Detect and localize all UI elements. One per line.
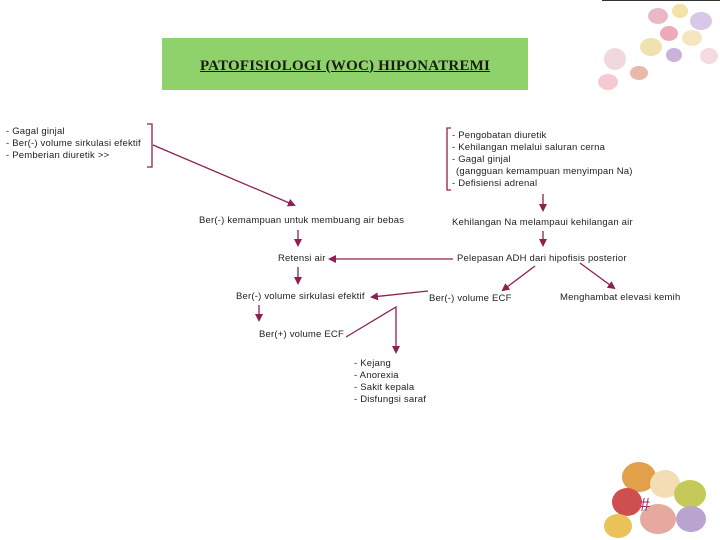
egg-decoration [640, 38, 662, 56]
egg-decoration [660, 26, 678, 41]
egg-decoration [690, 12, 712, 30]
list-item: - Gagal ginjal [452, 154, 511, 165]
egg-decoration [648, 8, 668, 24]
slide-number: # [640, 494, 650, 516]
connector-arrow [501, 265, 536, 292]
list-item: - Anorexia [354, 370, 399, 381]
node-ber-volume-ecf-minus: Ber(-) volume ECF [429, 293, 512, 304]
egg-decoration [672, 4, 688, 18]
left-bracket [147, 123, 153, 168]
node-retensi-air: Retensi air [278, 253, 326, 264]
title-box: PATOFISIOLOGI (WOC) HIPONATREMI [162, 38, 528, 90]
node-ber-kemampuan: Ber(-) kemampuan untuk membuang air beba… [199, 215, 405, 226]
node-ber-volume-sirkulasi: Ber(-) volume sirkulasi efektif [236, 291, 365, 302]
egg-decoration [604, 514, 632, 538]
egg-decoration [682, 30, 702, 46]
diagram-title: PATOFISIOLOGI (WOC) HIPONATREMI [199, 57, 491, 74]
connector-arrow [370, 290, 429, 301]
egg-decoration [700, 48, 718, 64]
corner-line [602, 0, 720, 1]
egg-decoration [604, 48, 626, 70]
egg-decoration [676, 506, 706, 532]
node-pelepasan-adh: Pelepasan ADH dari hipofisis posterior [457, 253, 627, 264]
connector-arrow [152, 144, 296, 207]
right-bracket [446, 127, 451, 191]
egg-decoration [598, 74, 618, 90]
list-item: - Gagal ginjal [6, 126, 65, 137]
list-item: - Pengobatan diuretik [452, 130, 547, 141]
node-ber-volume-ecf-plus: Ber(+) volume ECF [259, 329, 344, 340]
list-item: (gangguan kemampuan menyimpan Na) [456, 166, 633, 177]
left-causes-list: - Gagal ginjal - Ber(-) volume sirkulasi… [6, 126, 141, 162]
egg-decoration [612, 488, 642, 516]
node-kehilangan-na: Kehilangan Na melampaui kehilangan air [452, 217, 633, 228]
connector-arrow [579, 262, 616, 290]
right-causes-list: - Pengobatan diuretik - Kehilangan melal… [452, 130, 633, 190]
node-menghambat: Menghambat elevasi kemih [560, 292, 681, 303]
list-item: - Sakit kepala [354, 382, 415, 393]
list-item: - Disfungsi saraf [354, 394, 427, 405]
list-item: - Kejang [354, 358, 391, 369]
list-item: - Defisiensi adrenal [452, 178, 538, 189]
list-item: - Kehilangan melalui saluran cerna [452, 142, 606, 153]
egg-decoration [640, 504, 676, 534]
egg-decoration [674, 480, 706, 508]
list-item: - Pemberian diuretik >> [6, 150, 110, 161]
list-item: - Ber(-) volume sirkulasi efektif [6, 138, 141, 149]
symptoms-list: - Kejang - Anorexia - Sakit kepala - Dis… [354, 358, 426, 406]
egg-decoration [630, 66, 648, 80]
egg-decoration [666, 48, 682, 62]
connector-arrow [345, 305, 400, 354]
